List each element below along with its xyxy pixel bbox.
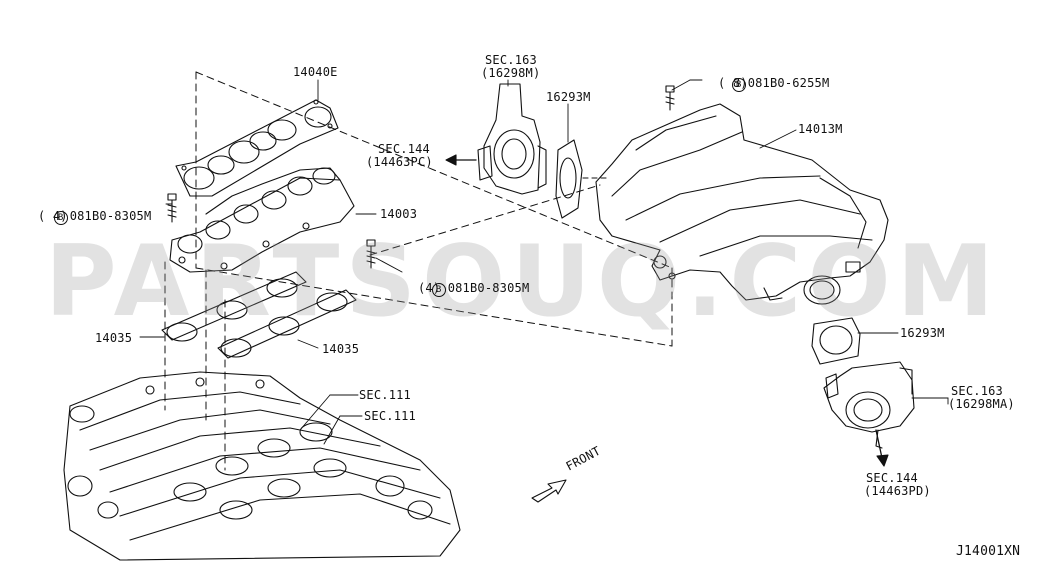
gasket-14035-right	[217, 289, 357, 359]
label-14035-right[interactable]: 14035	[322, 342, 360, 356]
label-sec144-bottom-ref: (14463PD)	[864, 484, 931, 498]
label-sec163-top[interactable]: SEC.163	[485, 53, 537, 67]
label-14013M[interactable]: 14013M	[798, 122, 843, 136]
watermark: PARTSOUQ.COM	[44, 225, 1001, 339]
bolt-top	[665, 85, 675, 111]
label-bolt-left-qty: ( 4)	[38, 209, 68, 223]
bolt-middle	[366, 239, 376, 269]
label-14035-left[interactable]: 14035	[95, 331, 133, 345]
gasket-16293M-upper	[555, 139, 607, 219]
label-bolt-top-qty: ( 8)	[718, 76, 748, 90]
gasket-14035-left	[161, 271, 307, 342]
bolt-top-code: 081B0-6255M	[747, 76, 830, 90]
label-14003[interactable]: 14003	[380, 207, 418, 221]
gasket-16293M-lower	[811, 317, 861, 365]
label-bolt-middle-qty: (4)	[418, 281, 441, 295]
label-sec163-right-ref: (16298MA)	[948, 397, 1015, 411]
label-sec111-b[interactable]: SEC.111	[364, 409, 416, 423]
label-sec163-right[interactable]: SEC.163	[951, 384, 1003, 398]
bolt-marker-icon: B	[53, 211, 68, 225]
engine-cylinder-head	[63, 371, 461, 561]
throttle-body-lower	[823, 361, 915, 449]
label-sec163-top-ref: (16298M)	[481, 66, 541, 80]
label-sec144-bottom[interactable]: SEC.144	[866, 471, 918, 485]
front-arrow-icon	[531, 479, 567, 503]
label-16293M-top[interactable]: 16293M	[546, 90, 591, 104]
diagram-code: J14001XN	[956, 544, 1021, 559]
label-16293M-right[interactable]: 16293M	[900, 326, 945, 340]
bolt-middle-code: 081B0-8305M	[447, 281, 530, 295]
bolt-left	[167, 193, 177, 223]
throttle-body-upper	[477, 83, 547, 195]
gasket-14040E	[175, 99, 339, 197]
arrow-to-sec144-left	[445, 154, 477, 166]
label-sec144-left[interactable]: SEC.144	[378, 142, 430, 156]
label-sec111-a[interactable]: SEC.111	[359, 388, 411, 402]
bolt-left-code: 081B0-8305M	[69, 209, 152, 223]
arrow-to-sec144-bottom	[875, 429, 889, 467]
label-14040E[interactable]: 14040E	[293, 65, 338, 79]
intake-manifold-14013M	[595, 103, 889, 305]
collector-14003	[169, 167, 355, 273]
bolt-marker-icon: B	[731, 78, 746, 92]
assembly-guide-lines	[164, 71, 673, 471]
leader-lines	[139, 79, 949, 445]
label-sec144-left-ref: (14463PC)	[366, 155, 433, 169]
bolt-marker-icon: B	[431, 283, 446, 297]
